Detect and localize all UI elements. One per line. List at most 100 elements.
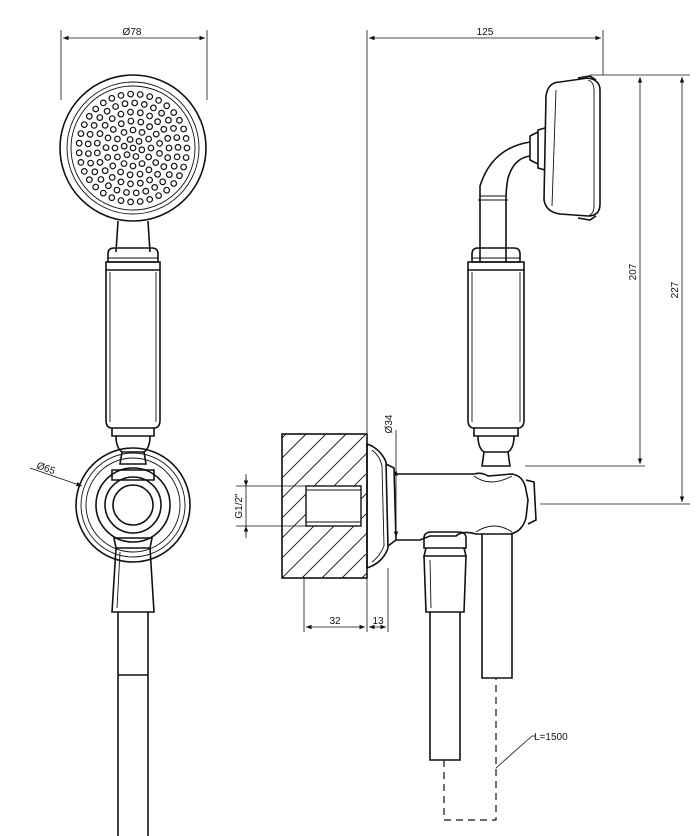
dim-label-head-diameter: Ø78 — [123, 27, 142, 38]
spray-hole — [165, 144, 173, 152]
spray-hole — [85, 112, 93, 120]
shower-head-front — [59, 74, 207, 222]
wall-section — [281, 433, 368, 579]
spray-hole — [126, 136, 134, 143]
handle-collar-top — [105, 247, 161, 271]
spray-hole — [123, 151, 131, 159]
dim-label-depth-32: 32 — [329, 616, 341, 627]
spray-hole — [77, 158, 85, 166]
spray-hole — [123, 189, 130, 196]
dim-depths: 32 13 — [303, 568, 389, 632]
spray-hole — [96, 158, 104, 166]
dim-label-flange-diameter: Ø65 — [35, 460, 57, 477]
spray-hole — [117, 120, 125, 128]
spray-hole — [85, 176, 93, 184]
spray-hole — [102, 144, 110, 152]
spray-hole — [120, 160, 128, 168]
spray-hole — [174, 143, 182, 151]
spray-hole — [84, 140, 92, 148]
spray-hole — [101, 167, 109, 175]
spray-hole — [165, 171, 173, 179]
spray-hole — [109, 126, 117, 133]
spray-hole — [96, 130, 104, 138]
dim-overall-width: 125 — [366, 27, 604, 440]
spray-hole — [180, 163, 188, 171]
spray-hole — [155, 192, 163, 200]
spray-hole — [170, 180, 178, 187]
dim-label-outlet-diameter: Ø34 — [384, 414, 395, 433]
spray-hole — [108, 115, 116, 122]
spray-hole — [92, 183, 100, 191]
spray-hole — [151, 183, 159, 191]
hatch-line — [282, 434, 327, 479]
dim-flange-diameter: Ø65 — [29, 460, 83, 487]
dim-label-depth-13: 13 — [372, 616, 384, 627]
spray-hole — [137, 118, 145, 126]
spray-hole — [164, 134, 172, 142]
spray-hole — [127, 198, 135, 206]
spray-hole — [182, 134, 190, 142]
holder-body-side — [396, 472, 537, 541]
hatch-line — [282, 434, 367, 519]
spray-hole — [145, 166, 153, 174]
spray-hole — [129, 162, 137, 170]
spray-hole — [142, 187, 150, 195]
spray-hole — [146, 112, 154, 120]
spray-hole — [129, 144, 137, 152]
hatch-line — [282, 434, 347, 499]
spray-hole — [164, 116, 172, 124]
hose-connector-side — [422, 531, 468, 613]
neck-ring — [478, 195, 508, 201]
spray-hole — [129, 126, 137, 134]
spray-hole — [108, 173, 116, 181]
spray-hole — [173, 134, 181, 142]
spray-hole — [154, 170, 162, 178]
hatch-line — [301, 512, 367, 578]
spray-hole — [154, 118, 162, 126]
dim-thread: G1/2" — [234, 474, 306, 538]
dim-label-height-207: 207 — [628, 263, 639, 280]
spray-hole — [147, 144, 155, 152]
spray-hole — [96, 114, 104, 121]
spray-hole — [163, 102, 171, 110]
curved-neck — [479, 141, 531, 262]
hose-outlet-pipe — [429, 612, 461, 761]
spray-hole — [86, 130, 94, 138]
hose-front-lower — [117, 675, 149, 836]
spray-hole — [136, 91, 144, 98]
side-view: 125 207 227 — [234, 27, 690, 821]
spray-hole — [146, 93, 154, 100]
spray-hole — [145, 135, 153, 143]
spray-hole — [113, 135, 121, 143]
dim-heights: 207 227 — [525, 74, 690, 505]
handle-collar-bottom — [111, 428, 155, 465]
spray-hole — [140, 100, 148, 108]
spray-hole — [160, 163, 168, 171]
spray-hole — [131, 99, 139, 107]
spray-hole — [99, 99, 107, 107]
spray-hole — [146, 123, 154, 131]
spray-hole — [145, 153, 153, 161]
spray-hole — [93, 149, 101, 157]
spray-hole — [91, 168, 99, 176]
spray-hole — [75, 149, 83, 157]
spray-hole — [111, 144, 119, 152]
spray-hole — [182, 154, 190, 162]
dim-label-height-227: 227 — [670, 281, 681, 298]
hatch-line — [282, 434, 287, 439]
spray-hole — [136, 198, 144, 205]
spray-hole — [163, 186, 171, 194]
spray-hole — [104, 134, 112, 142]
spray-hole — [135, 137, 143, 145]
spray-hole — [120, 142, 128, 150]
spray-hole — [127, 90, 135, 98]
wall-flange-side — [366, 442, 397, 570]
spray-hole — [117, 178, 125, 186]
hose-front-upper — [117, 612, 149, 675]
spray-hole — [136, 179, 144, 187]
spray-hole — [87, 159, 94, 167]
spray-hole — [104, 153, 112, 161]
spray-hole — [113, 186, 121, 194]
spray-hole — [75, 139, 83, 147]
spray-hole — [155, 96, 163, 104]
